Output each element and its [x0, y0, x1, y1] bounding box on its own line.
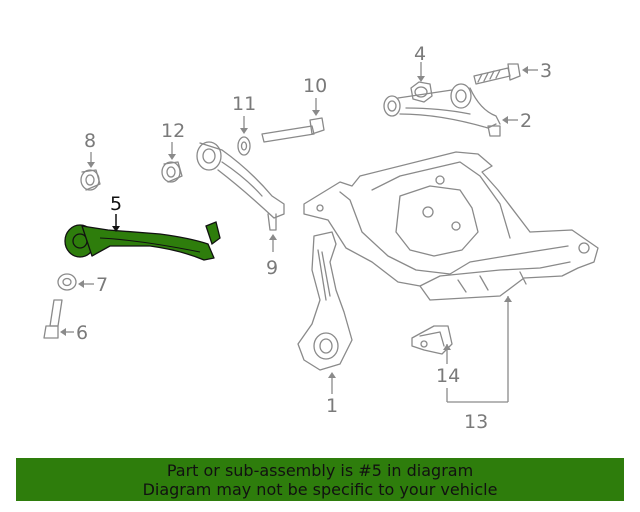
part-1-steering-knuckle[interactable] [297, 231, 353, 371]
callout-1: 1 [326, 395, 338, 417]
callout-5: 5 [110, 193, 122, 215]
subframe[interactable] [303, 151, 599, 301]
part-6-bolt[interactable] [43, 299, 63, 339]
callout-11: 11 [232, 93, 256, 115]
part-9-control-arm[interactable] [196, 141, 285, 231]
part-7-washer[interactable] [57, 273, 77, 291]
part-5-control-arm-highlighted[interactable] [64, 221, 221, 261]
part-3-bolt[interactable] [473, 63, 521, 85]
part-8-bushing[interactable] [80, 169, 101, 191]
callout-8: 8 [84, 130, 96, 152]
part-12-bushing[interactable] [161, 161, 183, 183]
banner-line-2: Diagram may not be specific to your vehi… [142, 480, 498, 499]
part-4-nut[interactable] [410, 81, 433, 103]
callout-3: 3 [540, 60, 552, 82]
part-2-upper-control-arm[interactable] [383, 83, 501, 137]
callout-14: 14 [436, 365, 460, 387]
part-10-bolt[interactable] [261, 117, 325, 143]
callout-13: 13 [464, 411, 488, 433]
callout-4: 4 [414, 43, 426, 65]
callout-7: 7 [96, 274, 108, 296]
banner-line-1: Part or sub-assembly is #5 in diagram [166, 461, 474, 480]
callout-6: 6 [76, 322, 88, 344]
part-11-washer[interactable] [237, 136, 251, 156]
callout-10: 10 [303, 75, 327, 97]
callout-2: 2 [520, 110, 532, 132]
callout-12: 12 [161, 120, 185, 142]
callout-9: 9 [266, 257, 278, 279]
info-banner: Part or sub-assembly is #5 in diagram Di… [16, 458, 624, 501]
